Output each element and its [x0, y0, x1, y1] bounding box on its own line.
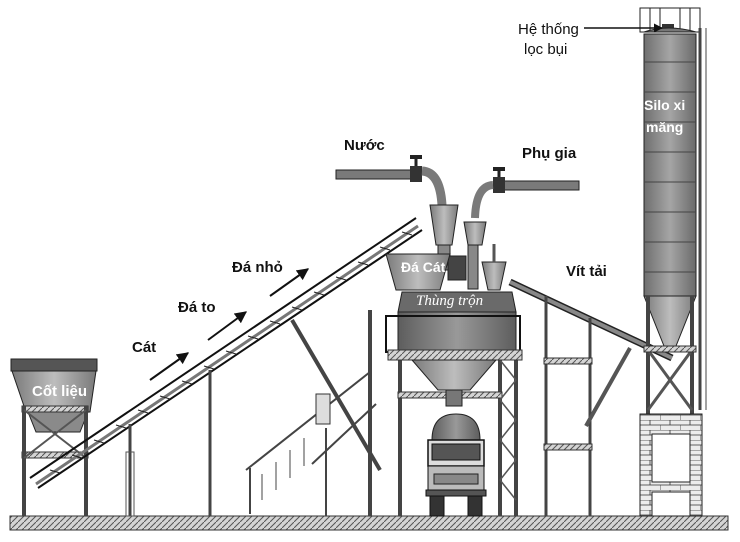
water-label: Nước: [344, 137, 385, 154]
dust-filter-label-line1: Hệ thống: [518, 21, 579, 38]
mixer-truck: [425, 413, 487, 517]
aggregate-label: Cốt liệu: [32, 383, 87, 400]
belt-conveyor: [29, 217, 423, 517]
silo-label-line2: măng: [646, 119, 683, 135]
sand-label: Cát: [132, 339, 156, 356]
additive-label: Phụ gia: [522, 145, 577, 162]
arrow-sand: [149, 352, 189, 381]
access-stairs: [245, 318, 382, 516]
cement-silo: [639, 7, 707, 517]
weighing-hoppers: [429, 204, 507, 291]
water-pipe: [335, 155, 447, 206]
additive-pipe: [471, 167, 580, 219]
ground: [9, 515, 729, 531]
dust-filter-label-line2: lọc bụi: [524, 41, 567, 58]
mixer-label: Thùng trộn: [416, 293, 483, 309]
screw-conveyor-label: Vít tải: [566, 263, 607, 280]
aggregate-bin: [10, 358, 98, 516]
silo-label-line1: Silo xi: [644, 97, 685, 113]
arrow-small-stone: [269, 268, 309, 297]
mixer-drum: [385, 291, 523, 407]
stone-sand-hopper: [385, 253, 451, 291]
small-stone-label: Đá nhỏ: [232, 259, 283, 276]
screw-conveyor: [508, 278, 674, 516]
arrow-large-stone: [207, 311, 247, 341]
flow-arrows: [149, 268, 309, 381]
large-stone-label: Đá to: [178, 299, 216, 316]
stone-sand-label: Đá Cát: [401, 259, 446, 275]
